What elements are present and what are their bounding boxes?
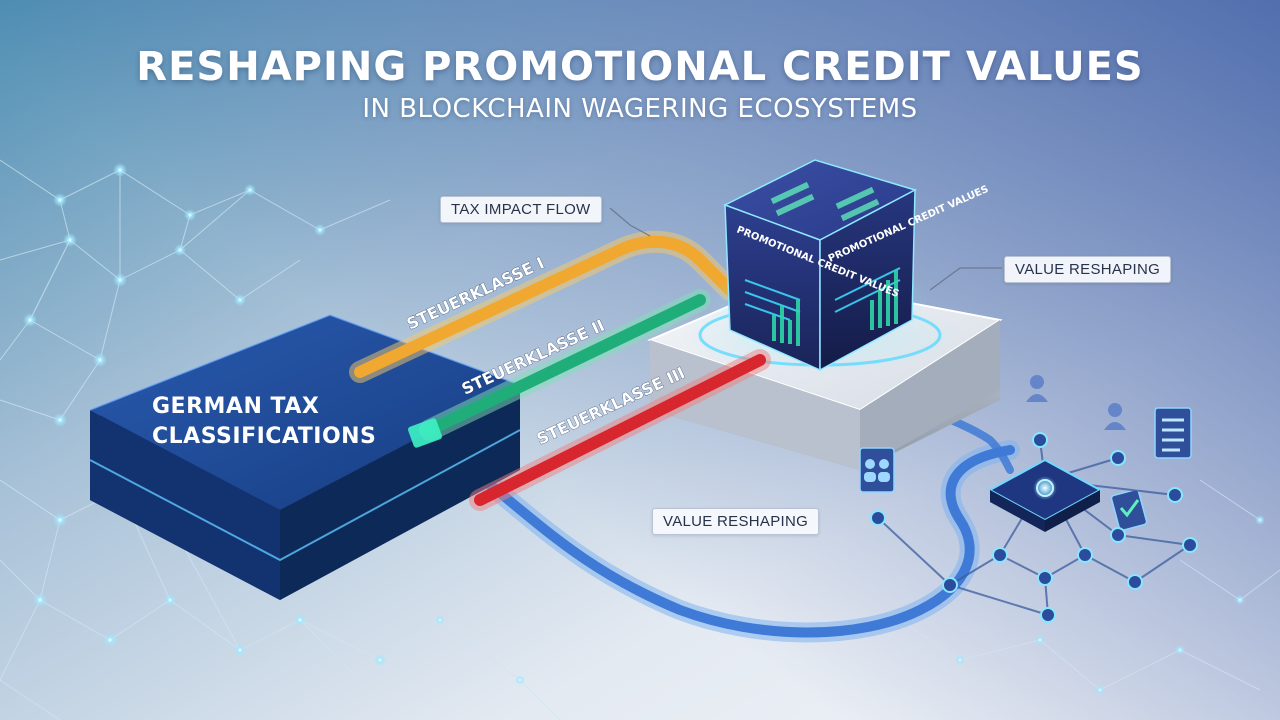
blockchain-hub [987, 458, 1103, 532]
promotional-credit-cube [708, 159, 928, 372]
steuerklasse-flows [349, 230, 771, 511]
page-subtitle: IN BLOCKCHAIN WAGERING ECOSYSTEMS [362, 94, 918, 124]
page-title: RESHAPING PROMOTIONAL CREDIT VALUES [136, 44, 1144, 90]
callout-leaders [609, 207, 1002, 291]
checklist-icon [1110, 488, 1148, 532]
document-list-icon [1154, 407, 1192, 459]
value-reshaping-callout-bottom: VALUE RESHAPING [652, 508, 820, 535]
user-icon-left [1026, 375, 1048, 402]
user-icon-right [1104, 403, 1126, 430]
flow-line-steuerklasse-1 [354, 235, 736, 378]
platform-label: GERMAN TAX CLASSIFICATIONS [152, 394, 377, 449]
flow-line-steuerklasse-2 [424, 294, 706, 436]
user-group-icon [859, 447, 895, 493]
value-reshaping-callout-top: VALUE RESHAPING [1004, 256, 1172, 283]
tax-impact-flow-callout: TAX IMPACT FLOW [440, 196, 602, 223]
blockchain-network-nodes [870, 432, 1198, 623]
flow-line-steuerklasse-3 [474, 354, 766, 506]
tax-classification-platform [89, 314, 521, 600]
